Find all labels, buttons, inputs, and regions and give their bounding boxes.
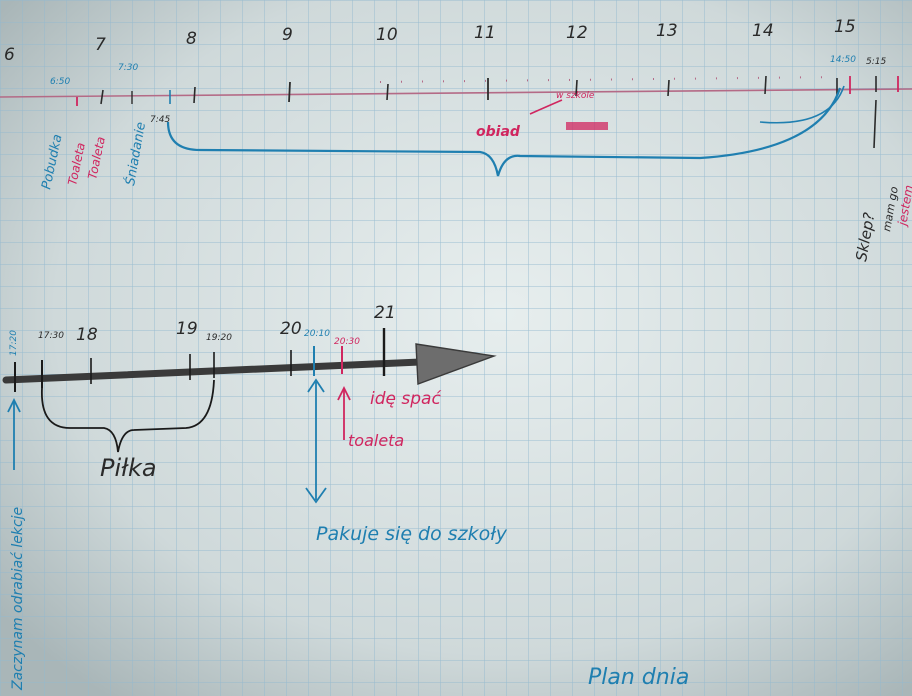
time-note: 19:20 xyxy=(206,333,232,343)
lunch-arrow xyxy=(529,99,563,115)
hour-label: 11 xyxy=(474,23,496,43)
tick-12 xyxy=(575,79,578,97)
hour-label: 7 xyxy=(95,35,106,55)
note-start-lessons: Zaczynam odrabiać lekcje xyxy=(10,507,26,691)
note-football: Piłka xyxy=(100,454,157,482)
top-axis-line xyxy=(0,88,912,98)
school-brace xyxy=(166,87,842,177)
time-note: 14:50 xyxy=(830,55,856,65)
hour-label: 15 xyxy=(834,17,856,37)
tick-9 xyxy=(288,81,291,103)
time-note: 7:45 xyxy=(150,115,170,125)
page-title: Plan dnia xyxy=(588,665,689,690)
tick-10 xyxy=(386,83,389,101)
time-note: 17:30 xyxy=(38,331,64,341)
scribble xyxy=(566,122,608,130)
football-brace xyxy=(41,379,215,453)
bottom-axis-line xyxy=(2,358,424,384)
tick-13 xyxy=(667,79,670,97)
pack-arrowhead-bottom xyxy=(305,487,327,504)
hour-label: 10 xyxy=(376,25,398,45)
time-note: 20:30 xyxy=(334,337,360,347)
hour-label: 21 xyxy=(374,303,396,323)
axis-arrowhead xyxy=(415,343,497,385)
hour-label: 19 xyxy=(176,319,198,339)
hour-label: 14 xyxy=(752,21,774,41)
time-note: 6:50 xyxy=(50,77,70,87)
time-note: 7:30 xyxy=(118,63,138,73)
hour-label: 18 xyxy=(76,325,98,345)
note-lunch-extra: w szkole xyxy=(556,91,595,101)
school-brace-tail xyxy=(759,85,845,124)
tick-8 xyxy=(193,86,196,104)
note-toilet: toaleta xyxy=(348,431,404,450)
hour-label: 20 xyxy=(280,319,302,339)
hour-label: 12 xyxy=(566,23,588,43)
time-note: 20:10 xyxy=(304,329,330,339)
toilet-arrowhead xyxy=(337,385,351,401)
time-note: 17:20 xyxy=(9,330,19,356)
note-pack-school: Pakuje się do szkoły xyxy=(316,523,508,545)
note-sleep: idę spać xyxy=(370,389,441,409)
hour-label: 8 xyxy=(186,29,197,49)
tick-7 xyxy=(100,89,104,105)
hour-label: 9 xyxy=(282,25,293,45)
note-lunch: obiad xyxy=(476,124,521,140)
hour-label: 13 xyxy=(656,21,678,41)
tick-14 xyxy=(764,75,767,95)
bottom-timeline: 18 19 20 21 17:20 17:30 19:20 20:10 20:3… xyxy=(2,303,508,691)
time-note: 5:15 xyxy=(866,57,886,67)
hour-label: 6 xyxy=(4,45,15,65)
shop-arrow xyxy=(873,99,877,149)
pack-arrowhead-top xyxy=(307,378,325,393)
start-arrowhead xyxy=(7,397,21,413)
